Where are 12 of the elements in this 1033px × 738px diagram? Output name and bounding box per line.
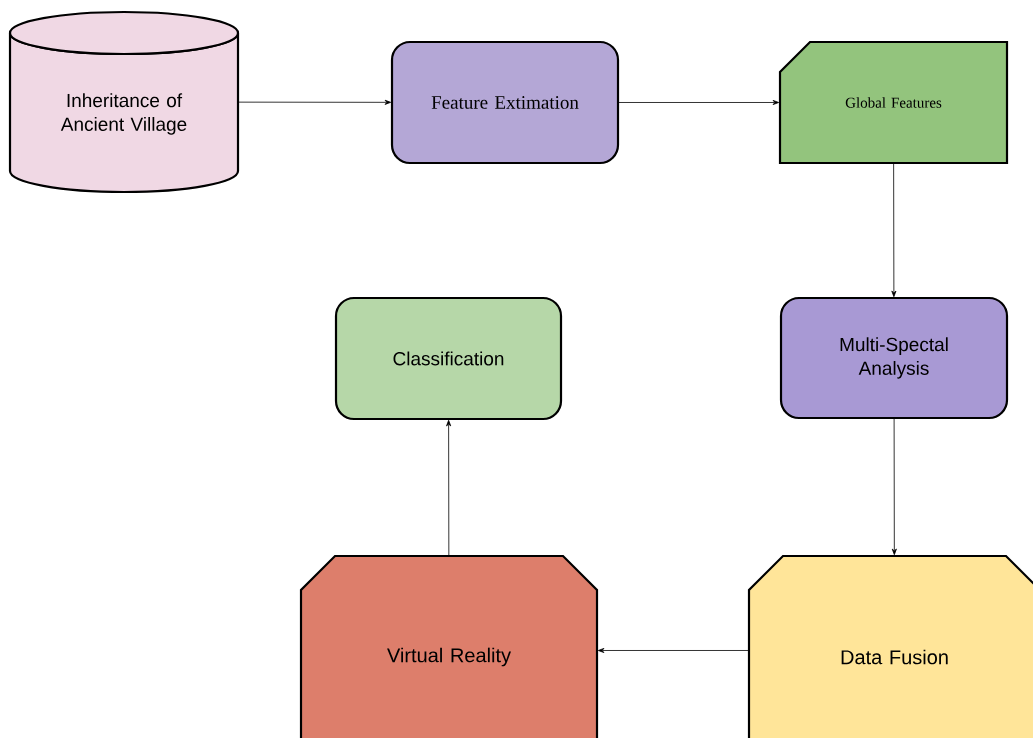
database-cylinder: Inheritance of Ancient Village [8, 10, 240, 194]
process-box: Feature Extimation [390, 40, 620, 165]
cut-corner-box: Virtual Reality [299, 554, 599, 738]
cut-corner-box: Data Fusion [747, 554, 1033, 738]
arrow [237, 99, 392, 105]
arrow [891, 162, 897, 298]
arrow [446, 419, 452, 557]
process-box: Classification [334, 296, 563, 421]
arrow [597, 648, 750, 653]
arrow [891, 417, 897, 556]
process-box: Multi-Spectal Analysis [779, 296, 1009, 420]
arrow [617, 100, 780, 105]
